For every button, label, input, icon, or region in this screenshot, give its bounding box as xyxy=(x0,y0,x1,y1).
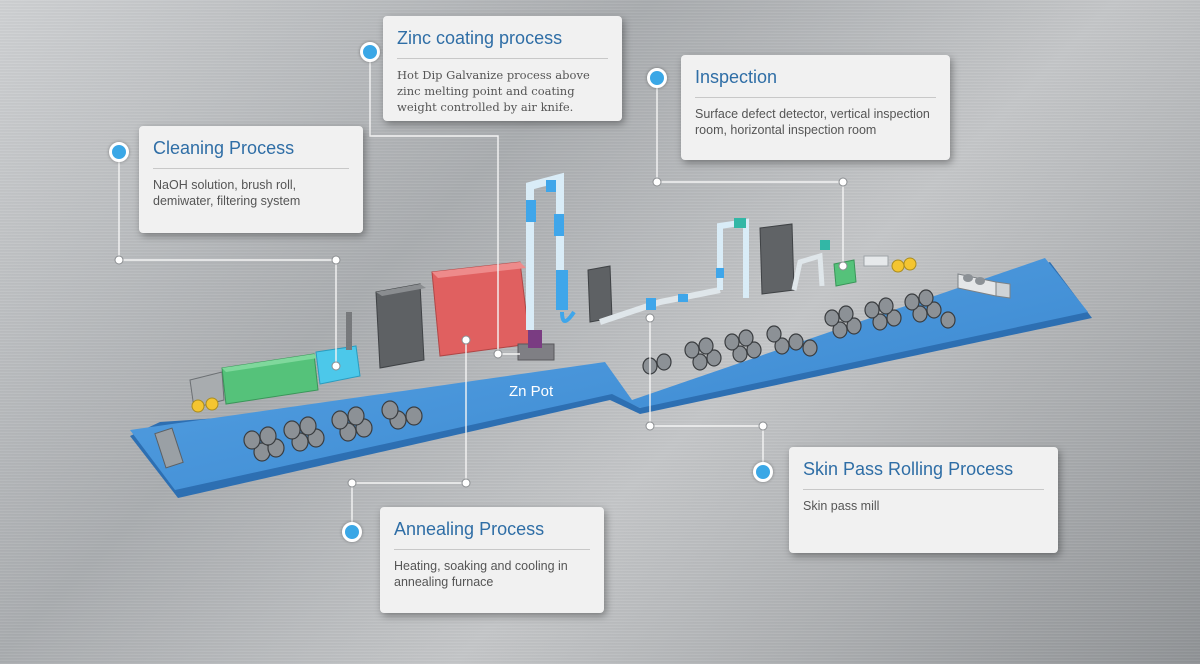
zn-pot-label: Zn Pot xyxy=(509,383,554,400)
inspection-description: Surface defect detector, vertical inspec… xyxy=(695,107,930,137)
zinc-coating-description: Hot Dip Galvanize process above zinc mel… xyxy=(397,68,590,114)
inspection-marker xyxy=(647,68,667,88)
skin-pass-card: Skin Pass Rolling Process Skin pass mill xyxy=(789,447,1058,553)
callout-leader-lines xyxy=(118,52,844,532)
coil-stacks xyxy=(243,289,956,462)
skin-pass-description: Skin pass mill xyxy=(803,499,880,513)
cleaning-process-title: Cleaning Process xyxy=(153,138,349,169)
cleaning-marker xyxy=(109,142,129,162)
coil-group-middle xyxy=(642,325,818,375)
post-treatment-section xyxy=(587,265,721,325)
cleaning-section xyxy=(189,312,361,413)
cleaning-process-description: NaOH solution, brush roll, demiwater, fi… xyxy=(153,178,301,208)
annealing-process-title: Annealing Process xyxy=(394,519,590,550)
zinc-coating-title: Zinc coating process xyxy=(397,28,608,59)
skin-pass-title: Skin Pass Rolling Process xyxy=(803,459,1044,490)
inspection-card: Inspection Surface defect detector, vert… xyxy=(681,55,950,160)
annealing-process-card: Annealing Process Heating, soaking and c… xyxy=(380,507,604,613)
annealing-process-description: Heating, soaking and cooling in annealin… xyxy=(394,559,568,589)
annealing-furnace xyxy=(375,261,531,369)
zinc-marker xyxy=(360,42,380,62)
inspection-section xyxy=(716,218,917,298)
skin-pass-marker xyxy=(753,462,773,482)
inspection-title: Inspection xyxy=(695,67,936,98)
annealing-marker xyxy=(342,522,362,542)
leader-line-nodes xyxy=(114,177,848,488)
delivery-truck xyxy=(957,273,1011,299)
zinc-coating-card: Zinc coating process Hot Dip Galvanize p… xyxy=(383,16,622,121)
zinc-coating-tower xyxy=(517,172,576,361)
coil-group-left xyxy=(243,400,423,462)
cleaning-process-card: Cleaning Process NaOH solution, brush ro… xyxy=(139,126,363,233)
entry-conveyor xyxy=(154,427,184,469)
coil-group-right xyxy=(824,289,956,339)
